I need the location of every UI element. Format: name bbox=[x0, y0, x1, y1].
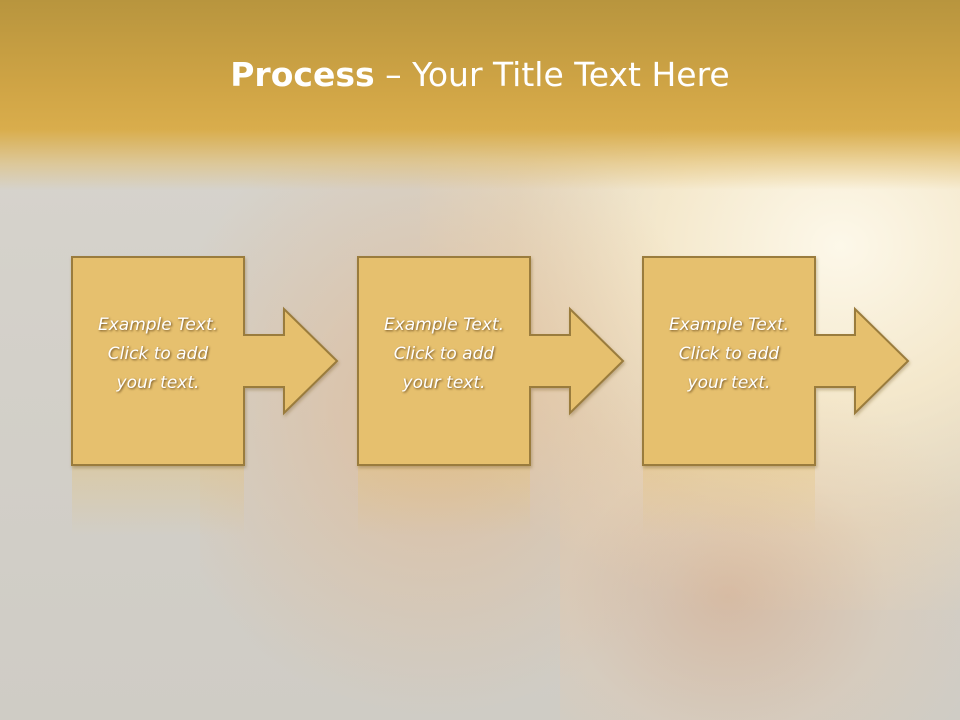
step-3-text[interactable]: Example Text. Click to add your text. bbox=[643, 311, 815, 398]
step-1-text[interactable]: Example Text. Click to add your text. bbox=[72, 311, 244, 398]
step-1-line-1: Example Text. bbox=[97, 315, 219, 335]
step-2-text[interactable]: Example Text. Click to add your text. bbox=[358, 311, 530, 398]
step-3-arrow-shape bbox=[642, 256, 910, 466]
title-band bbox=[0, 0, 960, 190]
process-step-1[interactable] bbox=[71, 256, 339, 466]
step-2-line-1: Example Text. bbox=[383, 315, 505, 335]
step-1-arrow-shape bbox=[71, 256, 339, 466]
slide-title[interactable]: Process – Your Title Text Here bbox=[0, 52, 960, 98]
step-2-line-2: Click to add bbox=[393, 344, 495, 364]
step-1-line-2: Click to add bbox=[107, 344, 209, 364]
step-2-line-3: your text. bbox=[402, 373, 486, 393]
step-2-arrow-shape bbox=[357, 256, 625, 466]
title-rest: – Your Title Text Here bbox=[374, 55, 730, 94]
process-step-2[interactable] bbox=[357, 256, 625, 466]
step-3-line-3: your text. bbox=[687, 373, 771, 393]
reflections bbox=[72, 466, 815, 536]
step-3-line-2: Click to add bbox=[678, 344, 780, 364]
process-step-3[interactable] bbox=[642, 256, 910, 466]
step-1-line-3: your text. bbox=[116, 373, 200, 393]
title-bold: Process bbox=[230, 55, 375, 94]
step-3-line-1: Example Text. bbox=[668, 315, 790, 335]
